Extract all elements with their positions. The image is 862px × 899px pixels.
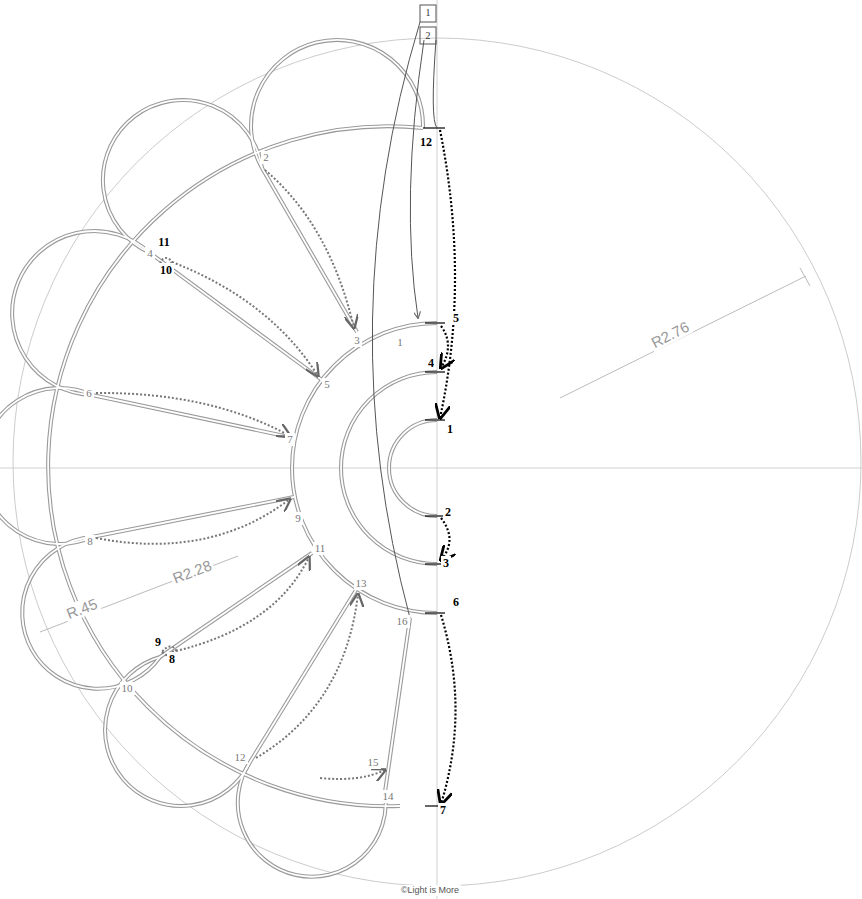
point-number: 2 xyxy=(261,151,271,164)
step-number: 9 xyxy=(153,635,163,649)
pattern-outline xyxy=(0,40,445,877)
step-number: 6 xyxy=(451,595,461,609)
dimension-line xyxy=(40,556,238,632)
step-number: 5 xyxy=(451,311,461,325)
point-number: 5 xyxy=(322,378,332,391)
step-number: 2 xyxy=(443,505,453,519)
point-number: 4 xyxy=(145,247,155,260)
point-number: 9 xyxy=(293,512,303,525)
step-number: 8 xyxy=(167,652,177,666)
point-number: 15 xyxy=(366,756,381,769)
point-number: 3 xyxy=(352,334,362,347)
point-number: 13 xyxy=(354,577,369,590)
copyright-note: ©Light is More xyxy=(399,885,461,896)
dotted-arrows-black xyxy=(440,130,456,804)
step-number: 7 xyxy=(438,803,448,817)
step-number: 11 xyxy=(156,235,171,249)
point-number: 14 xyxy=(381,790,396,803)
step-number: 3 xyxy=(441,556,451,570)
point-number: 6 xyxy=(84,387,94,400)
point-number: 11 xyxy=(313,542,328,555)
step-number: 4 xyxy=(426,356,436,370)
point-number: 10 xyxy=(120,682,135,695)
point-number: 8 xyxy=(85,535,95,548)
step-number: 10 xyxy=(158,263,174,277)
box-number: 1 xyxy=(426,8,431,18)
step-number: 12 xyxy=(418,135,434,149)
box-number: 2 xyxy=(426,31,431,41)
axis-line xyxy=(0,468,862,469)
dimension-tick xyxy=(800,268,810,286)
point-number: 12 xyxy=(233,751,248,764)
guide-lines xyxy=(372,5,437,618)
dotted-arrows xyxy=(96,170,385,779)
dimension-label: R2.76 xyxy=(647,316,694,351)
dimension-line xyxy=(560,276,806,398)
point-number: 16 xyxy=(395,615,410,628)
point-number: 7 xyxy=(285,433,295,446)
dimension-label: R.45 xyxy=(62,594,101,623)
axis-line xyxy=(437,0,438,899)
dimension-label: R2.28 xyxy=(168,555,215,587)
step-number: 1 xyxy=(445,422,455,436)
point-number: 1 xyxy=(395,336,405,349)
